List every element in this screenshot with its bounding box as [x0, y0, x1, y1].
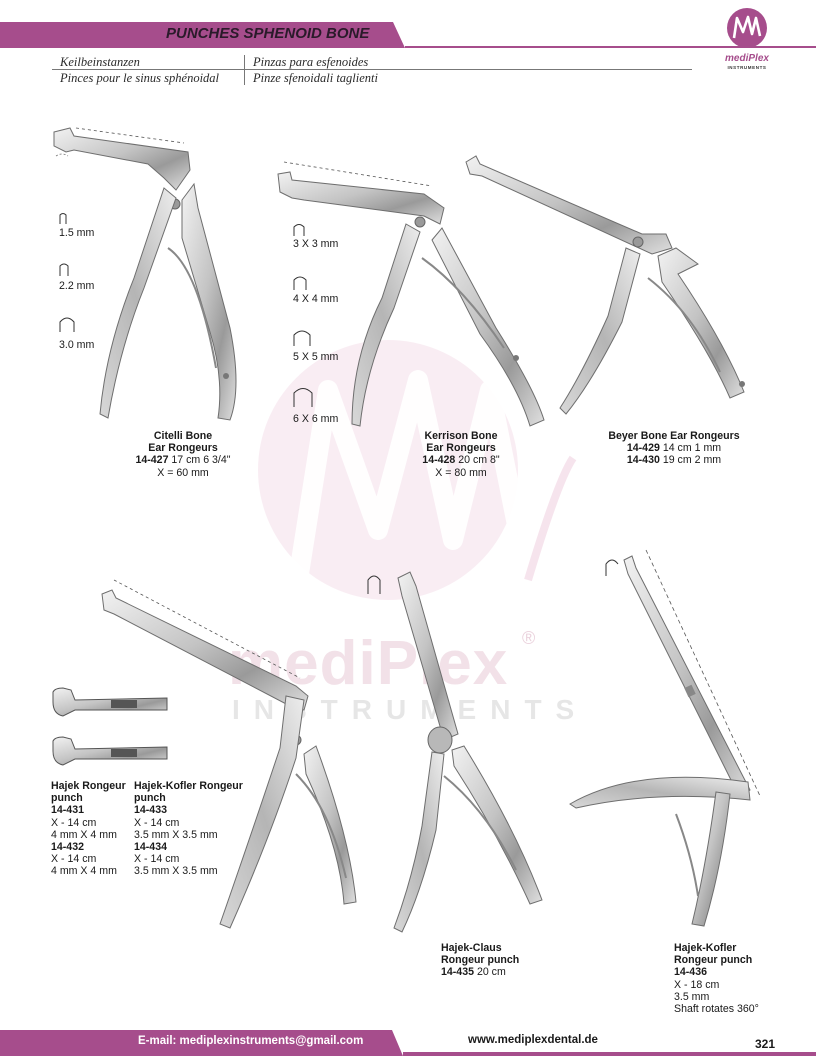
product-code: 14-436 [674, 966, 707, 979]
hajek-rongeur-image [101, 579, 357, 929]
tip-size-label: 5 X 5 mm [293, 351, 339, 363]
tip-1-5-icon [59, 213, 67, 224]
product-length: X - 18 cm [674, 978, 720, 991]
product-spec: 20 cm 8" [455, 454, 500, 467]
product-size: 4 mm X 4 mm [51, 865, 117, 878]
citelli-caption: Citelli Bone Ear Rongeurs 14-427 17 cm 6… [128, 430, 238, 479]
product-name: Rongeur punch [674, 954, 753, 967]
watermark-registered: ® [522, 628, 536, 648]
footer-rule [403, 1052, 816, 1056]
hajek-tip-detail-2 [52, 736, 168, 766]
footer-website-link[interactable]: www.mediplexdental.de [468, 1034, 598, 1046]
tip-size-label: 3 X 3 mm [293, 238, 339, 250]
logo-text: mediPlex [725, 53, 769, 64]
product-code: 14-432 [51, 841, 84, 854]
beyer-caption: Beyer Bone Ear Rongeurs 14-429 14 cm 1 m… [604, 430, 744, 467]
page-title: PUNCHES SPHENOID BONE [166, 25, 370, 42]
title-german: Keilbeinstanzen [60, 55, 140, 69]
watermark-emblem [258, 340, 577, 600]
product-length: X - 14 cm [51, 816, 97, 829]
product-name: Citelli Bone [153, 430, 213, 442]
hajek-kofler-caption: Hajek-Kofler Rongeur punch 14-433 X - 14… [134, 780, 250, 878]
product-size: 4 mm X 4 mm [51, 828, 117, 841]
title-spanish: Pinzas para esfenoides [253, 55, 369, 69]
product-spec: 17 cm 6 3/4" [168, 454, 231, 467]
footer-email-link[interactable]: E-mail: mediplexinstruments@gmail.com [138, 1035, 364, 1047]
product-code: 14-429 [626, 442, 660, 455]
product-code: 14-434 [134, 841, 167, 854]
product-spec: 19 cm 2 mm [659, 454, 722, 467]
product-length: X - 14 cm [134, 816, 180, 829]
product-code: 14-431 [51, 804, 84, 817]
hajek-kofler-rotating-caption: Hajek-Kofler Rongeur punch 14-436 X - 18… [674, 942, 804, 1015]
kerrison-caption: Kerrison Bone Ear Rongeurs 14-428 20 cm … [406, 430, 516, 479]
beyer-rongeur-image [465, 155, 745, 415]
tip-size-label: 4 X 4 mm [293, 293, 339, 305]
title-italian: Pinze sfenoidali taglienti [253, 71, 378, 85]
tip-size-label: 1.5 mm [59, 227, 95, 239]
product-name: punch [51, 792, 83, 805]
logo-subtext: INSTRUMENTS [727, 65, 766, 70]
header-rule [405, 46, 816, 48]
footer-band [0, 1030, 403, 1056]
subtitle-rule [52, 69, 692, 70]
product-size: 3.5 mm X 3.5 mm [134, 865, 218, 878]
tip-3x3-icon [293, 224, 305, 236]
product-name: Beyer Bone Ear Rongeurs [608, 430, 740, 442]
title-french: Pinces pour le sinus sphénoidal [60, 71, 220, 85]
product-name: Hajek-Kofler [674, 942, 737, 954]
product-note: Shaft rotates 360° [674, 1003, 759, 1016]
subtitle-divider [244, 55, 245, 85]
product-code: 14-427 [135, 454, 169, 467]
product-size: 3.5 mm X 3.5 mm [134, 828, 218, 841]
product-code: 14-435 [441, 966, 474, 979]
tip-3-0-icon [59, 317, 75, 332]
tip-size-label: 3.0 mm [59, 339, 95, 351]
product-name: Hajek Rongeur [51, 780, 126, 792]
tip-4x4-icon [293, 276, 307, 290]
hajek-claus-caption: Hajek-Claus Rongeur punch 14-435 20 cm [441, 942, 551, 979]
tip-2-2-icon [59, 263, 69, 276]
product-code: 14-430 [626, 454, 660, 467]
tip-5x5-icon [293, 330, 311, 346]
product-length: X - 14 cm [51, 853, 97, 866]
product-name: Rongeur punch [441, 954, 520, 967]
tip-size-label: 6 X 6 mm [293, 413, 339, 425]
product-extra: X = 80 mm [435, 466, 487, 479]
tip-6x6-icon [293, 388, 313, 407]
kerrison-rongeur-image [277, 161, 545, 427]
hajek-caption: Hajek Rongeur punch 14-431 X - 14 cm 4 m… [51, 780, 131, 878]
product-name: Ear Rongeurs [426, 442, 496, 455]
product-name: punch [134, 792, 166, 805]
product-extra: X = 60 mm [157, 466, 209, 479]
hajek-claus-rongeur-image [367, 571, 543, 933]
header-band [0, 22, 405, 48]
product-code: 14-433 [134, 804, 167, 817]
hajek-tip-detail-1 [52, 687, 168, 717]
brand-logo: mediPlex INSTRUMENTS [725, 8, 769, 70]
product-code: 14-428 [422, 454, 456, 467]
product-length: X - 14 cm [134, 853, 180, 866]
product-spec: 20 cm [474, 966, 506, 979]
product-size: 3.5 mm [674, 990, 710, 1003]
citelli-rongeur-image [53, 127, 237, 421]
product-name: Ear Rongeurs [148, 442, 218, 455]
tip-size-label: 2.2 mm [59, 280, 95, 292]
product-name: Kerrison Bone [424, 430, 498, 442]
page-number: 321 [755, 1037, 776, 1051]
product-spec: 14 cm 1 mm [659, 442, 722, 455]
product-name: Hajek-Kofler Rongeur [134, 780, 243, 792]
hajek-kofler-rotating-image [569, 549, 761, 927]
product-name: Hajek-Claus [441, 942, 502, 954]
